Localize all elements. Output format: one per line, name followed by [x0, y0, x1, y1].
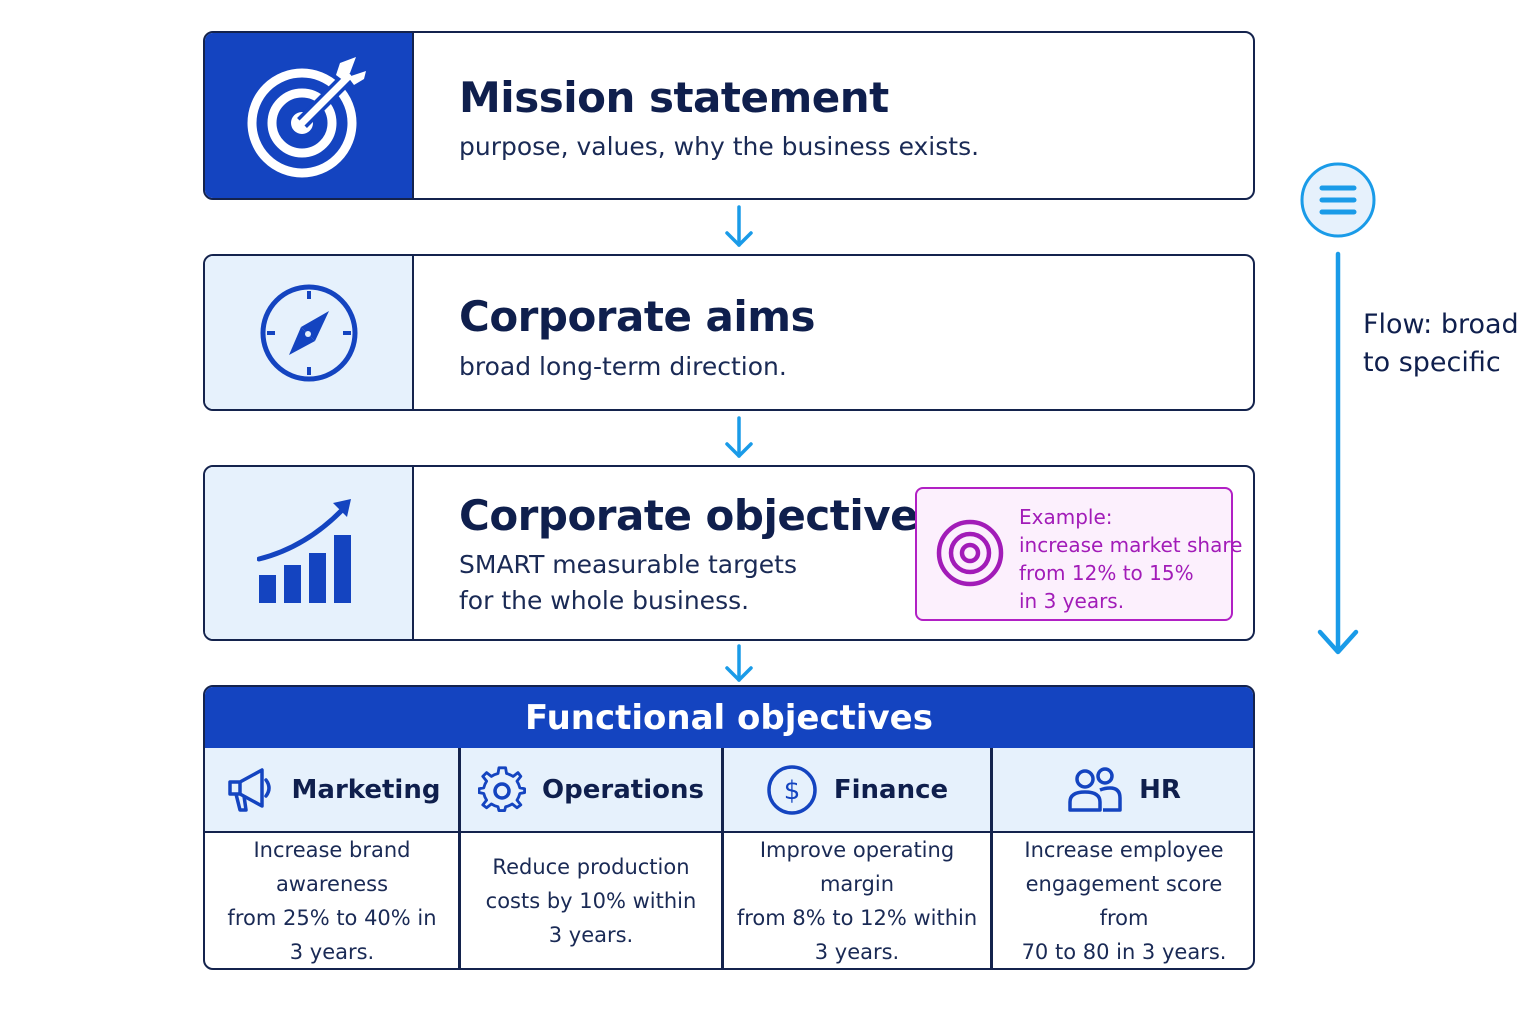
down-arrow-icon	[725, 644, 753, 682]
gear-icon	[478, 765, 527, 812]
flow-arrow-icon	[1317, 251, 1359, 655]
mission-card: Mission statement purpose, values, why t…	[203, 31, 1255, 200]
objective-line: 3 years.	[814, 939, 900, 964]
column-label: Finance	[833, 774, 949, 805]
down-arrow-icon	[725, 205, 753, 247]
objectives-title: Corporate objectives	[459, 491, 943, 540]
objectives-icon-panel	[205, 467, 414, 639]
svg-text:$: $	[784, 776, 801, 806]
flow-label-line2: to specific	[1363, 347, 1501, 378]
mission-desc: purpose, values, why the business exists…	[459, 132, 980, 161]
example-line3: from 12% to 15%	[1019, 561, 1194, 585]
column-operations: Operations Reduce production costs by 10…	[461, 748, 721, 968]
example-line1: Example:	[1019, 505, 1113, 529]
functional-title: Functional objectives	[205, 687, 1253, 750]
objective-line: Increase brand awareness	[253, 837, 411, 896]
aims-icon-panel	[205, 256, 414, 409]
objective-line: from 8% to 12% within	[736, 905, 978, 930]
column-divider	[458, 748, 461, 968]
column-marketing: Marketing Increase brand awareness from …	[205, 748, 459, 968]
dollar-icon: $	[767, 764, 817, 815]
column-label: HR	[1139, 774, 1181, 805]
column-label: Marketing	[291, 774, 441, 805]
column-header-finance: $ Finance	[724, 748, 990, 833]
objective-line: 3 years.	[548, 922, 634, 947]
column-divider	[990, 748, 993, 968]
example-text: Example: increase market share from 12% …	[1019, 503, 1243, 615]
compass-icon	[260, 284, 357, 381]
objective-line: 3 years.	[289, 939, 375, 964]
example-line4: in 3 years.	[1019, 589, 1125, 613]
objective-line: costs by 10% within	[485, 888, 697, 913]
target-icon	[936, 519, 1004, 587]
column-finance: $ Finance Improve operating margin from …	[724, 748, 990, 968]
objectives-desc-line2: for the whole business.	[459, 586, 750, 615]
flow-label: Flow: broad to specific	[1363, 306, 1533, 382]
column-hr: HR Increase employee engagement score fr…	[993, 748, 1253, 968]
objective-line: engagement score from	[1025, 871, 1223, 930]
aims-title: Corporate aims	[459, 292, 816, 341]
flow-label-line1: Flow: broad	[1363, 309, 1519, 340]
menu-lines-icon	[1300, 162, 1376, 238]
megaphone-icon	[227, 767, 271, 812]
objectives-desc-line1: SMART measurable targets	[459, 550, 798, 579]
example-line2: increase market share	[1019, 533, 1243, 557]
objective-line: Increase employee	[1024, 837, 1224, 862]
column-body: Reduce production costs by 10% within 3 …	[461, 833, 721, 968]
column-header-marketing: Marketing	[205, 748, 459, 833]
column-body: Improve operating margin from 8% to 12% …	[724, 833, 990, 968]
column-label: Operations	[542, 774, 704, 805]
example-box: Example: increase market share from 12% …	[915, 487, 1243, 621]
column-divider	[721, 748, 724, 968]
objective-line: Reduce production	[492, 854, 690, 879]
objective-line: 70 to 80 in 3 years.	[1021, 939, 1227, 964]
objective-line: from 25% to 40% in	[227, 905, 437, 930]
mission-title: Mission statement	[459, 73, 889, 122]
column-header-hr: HR	[993, 748, 1253, 833]
objectives-card: Corporate objectives SMART measurable ta…	[203, 465, 1255, 641]
column-body: Increase employee engagement score from …	[993, 833, 1253, 968]
column-header-operations: Operations	[461, 748, 721, 833]
growth-chart-icon	[256, 499, 351, 603]
target-arrow-icon	[247, 56, 366, 177]
mission-icon-panel	[205, 33, 414, 198]
functional-objectives-table: Functional objectives Marketing Increase…	[203, 685, 1255, 970]
down-arrow-icon	[725, 416, 753, 458]
people-icon	[1068, 766, 1122, 812]
column-body: Increase brand awareness from 25% to 40%…	[205, 833, 459, 968]
objective-line: Improve operating margin	[759, 837, 955, 896]
aims-desc: broad long-term direction.	[459, 352, 787, 381]
aims-card: Corporate aims broad long-term direction…	[203, 254, 1255, 411]
